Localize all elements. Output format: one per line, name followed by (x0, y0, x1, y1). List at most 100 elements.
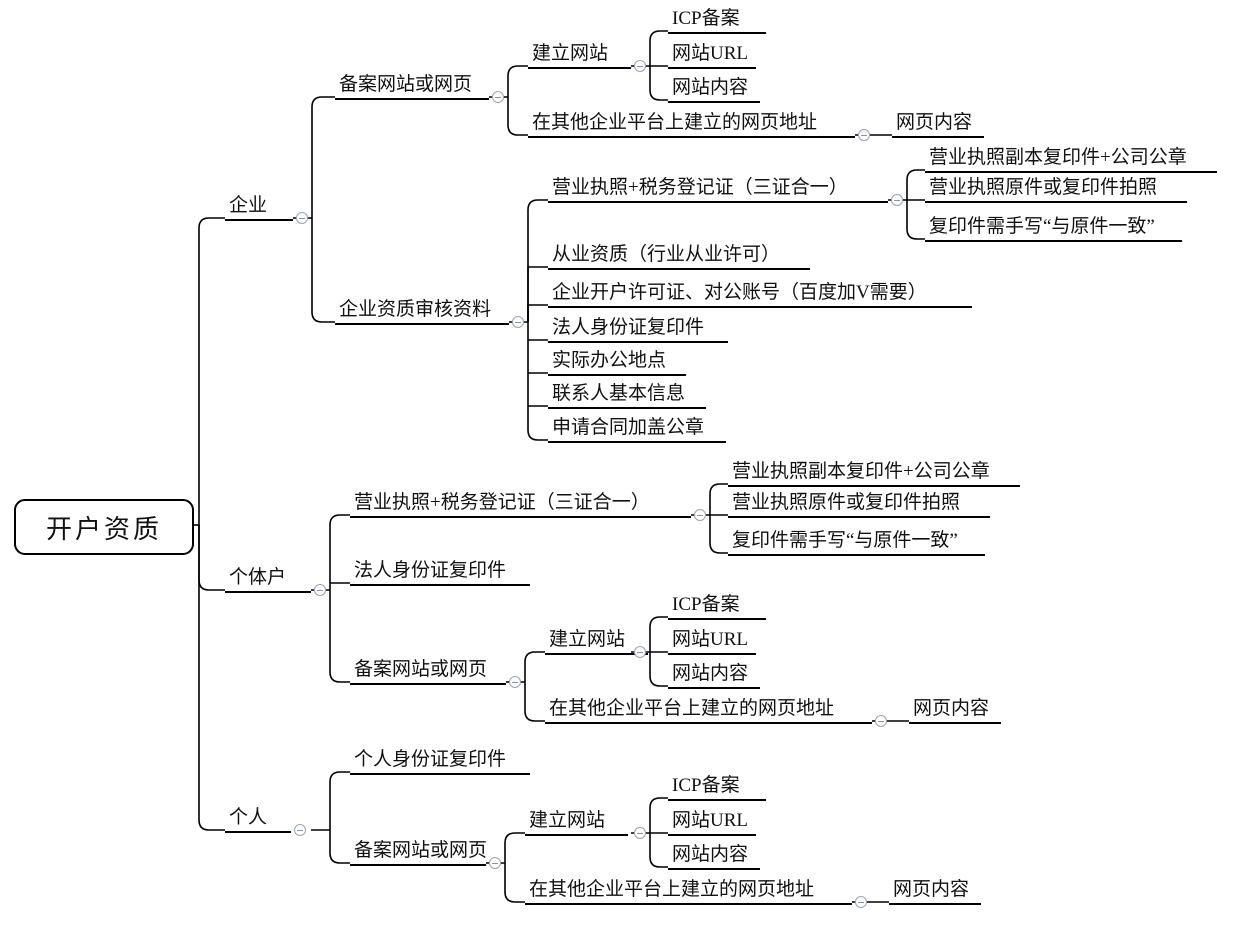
collapse-toggle-yyzz-2[interactable] (694, 509, 706, 521)
node-yyzz-2[interactable]: 营业执照+税务登记证（三证合一） (350, 490, 691, 518)
collapse-toggle-jianli-1[interactable] (634, 60, 646, 72)
node-icp-2-label: ICP备案 (672, 594, 740, 615)
node-office[interactable]: 实际办公地点 (548, 348, 686, 376)
node-icp-1[interactable]: ICP备案 (668, 6, 766, 34)
node-underline (668, 618, 766, 620)
collapse-toggle-jianli-2[interactable] (634, 646, 646, 658)
node-other-1[interactable]: 在其他企业平台上建立的网页地址 (528, 110, 855, 138)
node-underline (350, 864, 486, 866)
node-fuben-1-label: 营业执照副本复印件+公司公章 (929, 147, 1187, 168)
node-congye[interactable]: 从业资质（行业从业许可） (548, 242, 810, 270)
node-url-1[interactable]: 网站URL (668, 41, 756, 69)
node-underline (728, 554, 985, 556)
node-geren[interactable]: 个人 (225, 805, 291, 833)
node-underline (545, 722, 872, 724)
node-other-3-label: 在其他企业平台上建立的网页地址 (529, 879, 815, 900)
node-shouxie-2[interactable]: 复印件需手写“与原件一致” (728, 528, 985, 556)
node-page-2[interactable]: 网页内容 (909, 696, 1001, 724)
node-zizhi-label: 企业资质审核资料 (339, 299, 492, 320)
node-other-2[interactable]: 在其他企业平台上建立的网页地址 (545, 696, 872, 724)
node-content-1[interactable]: 网站内容 (668, 75, 760, 103)
collapse-toggle-geren[interactable] (294, 824, 306, 836)
node-underline (528, 67, 631, 69)
node-content-2[interactable]: 网站内容 (668, 661, 760, 689)
node-idcard[interactable]: 个人身份证复印件 (350, 747, 530, 775)
node-underline (668, 868, 760, 870)
root-node[interactable]: 开户资质 (14, 499, 194, 555)
node-beian-3[interactable]: 备案网站或网页 (350, 838, 487, 866)
node-geren-label: 个人 (229, 807, 268, 828)
node-jianli-2-label: 建立网站 (549, 629, 626, 650)
node-underline (728, 516, 990, 518)
node-shouxie-1[interactable]: 复印件需手写“与原件一致” (925, 214, 1182, 242)
node-page-1[interactable]: 网页内容 (892, 110, 984, 138)
node-content-3[interactable]: 网站内容 (668, 842, 760, 870)
node-page-3-label: 网页内容 (893, 879, 970, 900)
collapse-toggle-beian-3[interactable] (489, 857, 501, 869)
node-underline (668, 653, 756, 655)
node-icp-3[interactable]: ICP备案 (668, 773, 766, 801)
node-yuanjian-2[interactable]: 营业执照原件或复印件拍照 (728, 490, 990, 518)
node-qiye[interactable]: 企业 (225, 193, 293, 221)
collapse-toggle-other-1[interactable] (858, 129, 870, 141)
node-underline (225, 219, 293, 221)
node-zizhi[interactable]: 企业资质审核资料 (335, 297, 509, 325)
node-shouxie-1-label: 复印件需手写“与原件一致” (929, 216, 1155, 237)
node-underline (548, 341, 728, 343)
node-getihu-label: 个体户 (229, 567, 287, 588)
node-fuben-2[interactable]: 营业执照副本复印件+公司公章 (728, 459, 1020, 487)
node-fuben-1[interactable]: 营业执照副本复印件+公司公章 (925, 145, 1217, 173)
node-fuben-2-label: 营业执照副本复印件+公司公章 (732, 461, 990, 482)
collapse-toggle-beian-1[interactable] (492, 91, 504, 103)
node-underline (548, 201, 888, 203)
node-yyzz-2-label: 营业执照+税务登记证（三证合一） (354, 492, 650, 513)
collapse-toggle-other-2[interactable] (875, 715, 887, 727)
node-other-2-label: 在其他企业平台上建立的网页地址 (549, 698, 835, 719)
node-faren-1[interactable]: 法人身份证复印件 (548, 315, 728, 343)
node-content-2-label: 网站内容 (672, 663, 749, 684)
node-underline (350, 773, 530, 775)
node-jianli-3[interactable]: 建立网站 (525, 808, 628, 836)
node-yyzz-1-label: 营业执照+税务登记证（三证合一） (552, 177, 848, 198)
node-kaihu-label: 企业开户许可证、对公账号（百度加V需要） (552, 282, 927, 303)
collapse-toggle-getihu[interactable] (314, 584, 326, 596)
collapse-toggle-other-3[interactable] (855, 896, 867, 908)
collapse-toggle-qiye[interactable] (296, 212, 308, 224)
node-faren-2[interactable]: 法人身份证复印件 (350, 558, 530, 586)
node-underline (225, 591, 311, 593)
collapse-toggle-yyzz-1[interactable] (891, 194, 903, 206)
collapse-toggle-beian-2[interactable] (509, 676, 521, 688)
node-underline (892, 136, 984, 138)
node-page-3[interactable]: 网页内容 (889, 877, 981, 905)
node-icp-2[interactable]: ICP备案 (668, 592, 766, 620)
node-underline (335, 98, 489, 100)
collapse-toggle-zizhi[interactable] (512, 316, 524, 328)
node-underline (668, 67, 756, 69)
node-yyzz-1[interactable]: 营业执照+税务登记证（三证合一） (548, 175, 888, 203)
node-underline (548, 306, 972, 308)
node-page-1-label: 网页内容 (896, 112, 973, 133)
node-idcard-label: 个人身份证复印件 (354, 749, 507, 770)
node-beian-1[interactable]: 备案网站或网页 (335, 72, 489, 100)
node-faren-2-label: 法人身份证复印件 (354, 560, 507, 581)
node-underline (728, 485, 1020, 487)
node-kaihu[interactable]: 企业开户许可证、对公账号（百度加V需要） (548, 280, 972, 308)
node-url-3[interactable]: 网站URL (668, 808, 756, 836)
node-jianli-2[interactable]: 建立网站 (545, 627, 648, 655)
node-beian-2[interactable]: 备案网站或网页 (350, 657, 506, 685)
node-contact[interactable]: 联系人基本信息 (548, 381, 706, 409)
node-other-3[interactable]: 在其他企业平台上建立的网页地址 (525, 877, 852, 905)
node-content-1-label: 网站内容 (672, 77, 749, 98)
node-getihu[interactable]: 个体户 (225, 565, 311, 593)
node-hetong[interactable]: 申请合同加盖公章 (548, 415, 726, 443)
node-url-2[interactable]: 网站URL (668, 627, 756, 655)
node-yuanjian-1[interactable]: 营业执照原件或复印件拍照 (925, 175, 1187, 203)
collapse-toggle-jianli-3[interactable] (634, 827, 646, 839)
node-underline (889, 903, 981, 905)
node-underline (668, 834, 756, 836)
node-shouxie-2-label: 复印件需手写“与原件一致” (732, 530, 958, 551)
node-underline (548, 268, 810, 270)
node-jianli-1[interactable]: 建立网站 (528, 41, 631, 69)
node-underline (350, 683, 506, 685)
node-underline (548, 407, 706, 409)
